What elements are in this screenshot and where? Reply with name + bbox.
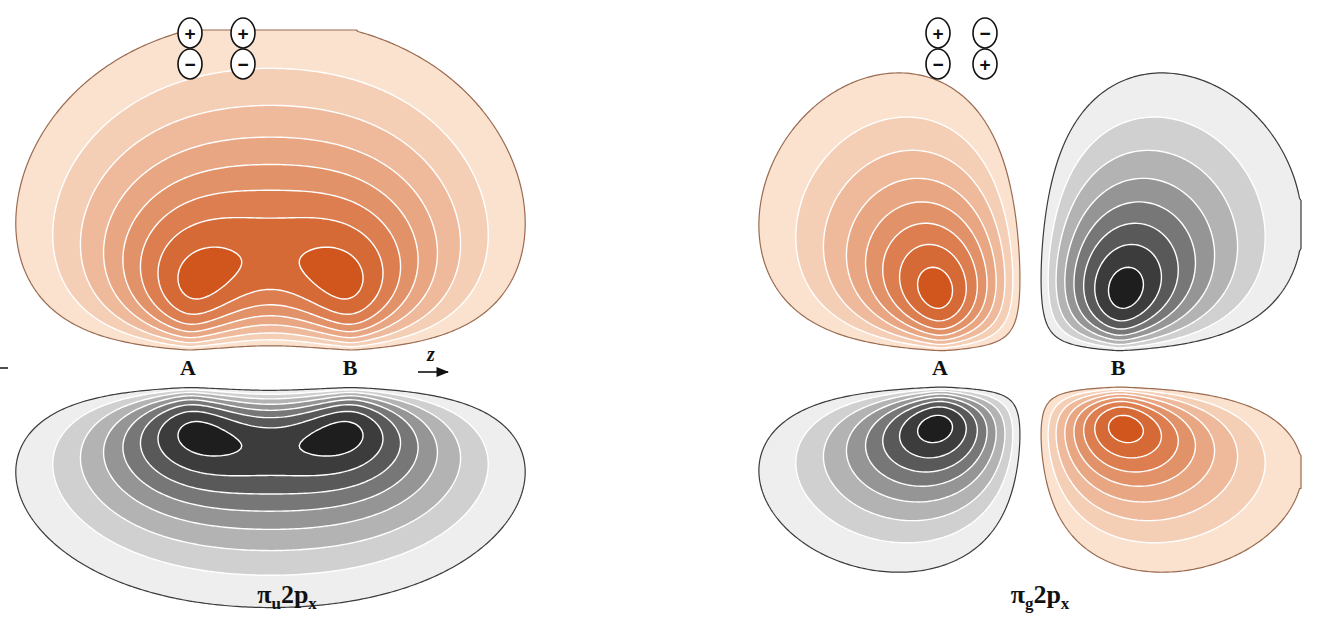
positive-lobe-contour [759,73,1301,572]
negative-lobe-contour [918,267,1144,442]
lobe-icon [973,49,997,79]
positive-lobe-contours [16,30,525,350]
positive-lobe-contour [123,164,418,331]
positive-lobe-contour [140,190,400,324]
caption-symbol: 2p [1033,580,1060,609]
caption-subscript: x [308,594,317,613]
sign-label: − [932,55,943,74]
sign-label: − [184,55,195,74]
lobe-icon [926,49,950,79]
positive-lobe-contours [759,73,1301,572]
negative-lobe-contour [823,150,1237,520]
caption-symbol: 2p [281,580,308,609]
positive-lobe-contour [16,30,525,350]
caption-subscript: u [271,594,280,613]
axis-label: z [424,344,438,364]
caption-symbol: π [1011,580,1025,609]
p-orbital-icons [178,18,997,79]
sign-label: + [979,55,990,74]
negative-lobe-contour [158,411,383,475]
axis-arrow [418,371,448,373]
negative-lobe-contours [759,73,1301,572]
orbital-caption: πg2px [1011,581,1070,614]
negative-lobe-contour [900,244,1162,457]
contour-plots [16,30,1301,608]
positive-lobe-contour [796,117,1265,543]
lobe-icon [231,49,255,79]
positive-lobe-contour [104,137,438,337]
negative-lobe-contour [178,421,363,456]
lobe-icon [231,18,255,48]
nucleus-label: B [343,357,358,379]
caption-subscript: g [1025,594,1034,613]
negative-lobe-contour [104,396,438,530]
lobe-icon [178,18,202,48]
positive-lobe-contour [158,218,383,315]
positive-lobe-contour [53,68,488,346]
negative-lobe-contour [53,390,488,576]
sign-label: + [932,24,943,43]
positive-lobe-contour [80,105,460,342]
orbital-caption: πu2px [257,581,317,614]
negative-lobe-contour [123,400,418,511]
axis-stub [0,367,8,369]
nucleus-label: A [180,357,196,379]
negative-lobe-contours [16,388,525,608]
negative-lobe-contour [16,388,525,608]
negative-lobe-contour [846,178,1214,502]
sign-label: − [979,24,990,43]
negative-lobe-contour [80,392,460,550]
nucleus-label: A [932,357,948,379]
lobe-icon [926,18,950,48]
negative-lobe-contour [866,202,1196,486]
sign-label: + [184,24,195,43]
sign-label: + [237,24,248,43]
caption-subscript: x [1061,594,1070,613]
sign-label: − [237,55,248,74]
lobe-icon [973,18,997,48]
negative-lobe-contour [759,73,1301,572]
nucleus-label: B [1111,357,1126,379]
negative-lobe-contour [796,117,1265,543]
lobe-icon [178,49,202,79]
positive-lobe-contour [178,247,363,299]
negative-lobe-contour [883,223,1179,472]
negative-lobe-contour [140,405,400,494]
caption-symbol: π [257,580,271,609]
